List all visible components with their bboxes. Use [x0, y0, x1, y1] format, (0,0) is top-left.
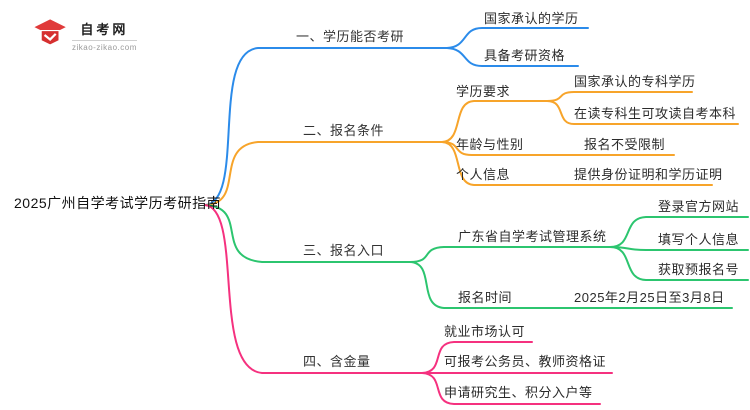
- branch-2-child-2: 年龄与性别: [456, 137, 524, 152]
- branch-1-topic: 一、学历能否考研: [296, 29, 405, 44]
- branch-3-topic: 三、报名入口: [303, 243, 385, 258]
- branch-2-child-3-line: [441, 141, 713, 186]
- root-topic: 2025广州自学考试学历考研指南: [14, 195, 222, 211]
- site-logo: 自考网 zikao-zikao.com: [30, 16, 137, 54]
- logo-text-block: 自考网 zikao-zikao.com: [72, 19, 137, 52]
- branch-1-child-1-line: [446, 27, 589, 49]
- branch-4-child-1-line: [421, 341, 533, 374]
- branch-3-child-1: 广东省自学考试管理系统: [458, 229, 607, 244]
- branch-3-child-1-line: [409, 246, 611, 263]
- branch-4-child-3-line: [421, 372, 601, 405]
- branch-1-child-2: 具备考研资格: [484, 48, 566, 63]
- branch-4-line: [204, 204, 423, 374]
- branch-2-grandchild-2-line: [546, 100, 739, 125]
- branch-3-child-2: 报名时间: [458, 290, 513, 305]
- branch-3-child-2-line: [409, 261, 733, 309]
- branch-2-child-1-line: [441, 100, 548, 143]
- logo-title: 自考网: [72, 19, 137, 41]
- branch-3-child-2-value: 2025年2月25日至3月8日: [574, 290, 725, 305]
- branch-2-grandchild-1: 国家承认的专科学历: [574, 74, 696, 89]
- branch-3-grandchild-3: 获取预报名号: [658, 262, 740, 277]
- branch-4-topic: 四、含金量: [303, 354, 371, 369]
- branch-2-line: [204, 141, 443, 206]
- branch-4-child-1: 就业市场认可: [444, 324, 526, 339]
- branch-2-child-2-value: 报名不受限制: [584, 137, 666, 152]
- branch-2-child-1: 学历要求: [456, 84, 511, 99]
- branch-3-grandchild-3-line: [609, 246, 749, 281]
- branch-1-child-1: 国家承认的学历: [484, 11, 579, 26]
- graduation-cap-icon: [33, 19, 66, 50]
- branch-3-line: [204, 204, 411, 263]
- branch-4-child-3: 申请研究生、积分入户等: [444, 385, 593, 400]
- branch-2-grandchild-2: 在读专科生可攻读自考本科: [574, 106, 737, 121]
- logo-domain: zikao-zikao.com: [72, 42, 137, 52]
- branch-2-grandchild-1-line: [546, 91, 693, 102]
- branch-1-line: [204, 47, 448, 206]
- branch-2-child-3: 个人信息: [456, 167, 511, 182]
- branch-3-grandchild-1-line: [609, 216, 749, 248]
- branch-3-grandchild-1: 登录官方网站: [658, 199, 740, 214]
- branch-3-grandchild-2: 填写个人信息: [658, 232, 740, 247]
- branch-1-child-2-line: [446, 47, 579, 67]
- branch-2-child-3-value: 提供身份证明和学历证明: [574, 167, 723, 182]
- branch-4-child-2: 可报考公务员、教师资格证: [444, 354, 607, 369]
- branch-2-topic: 二、报名条件: [303, 123, 385, 138]
